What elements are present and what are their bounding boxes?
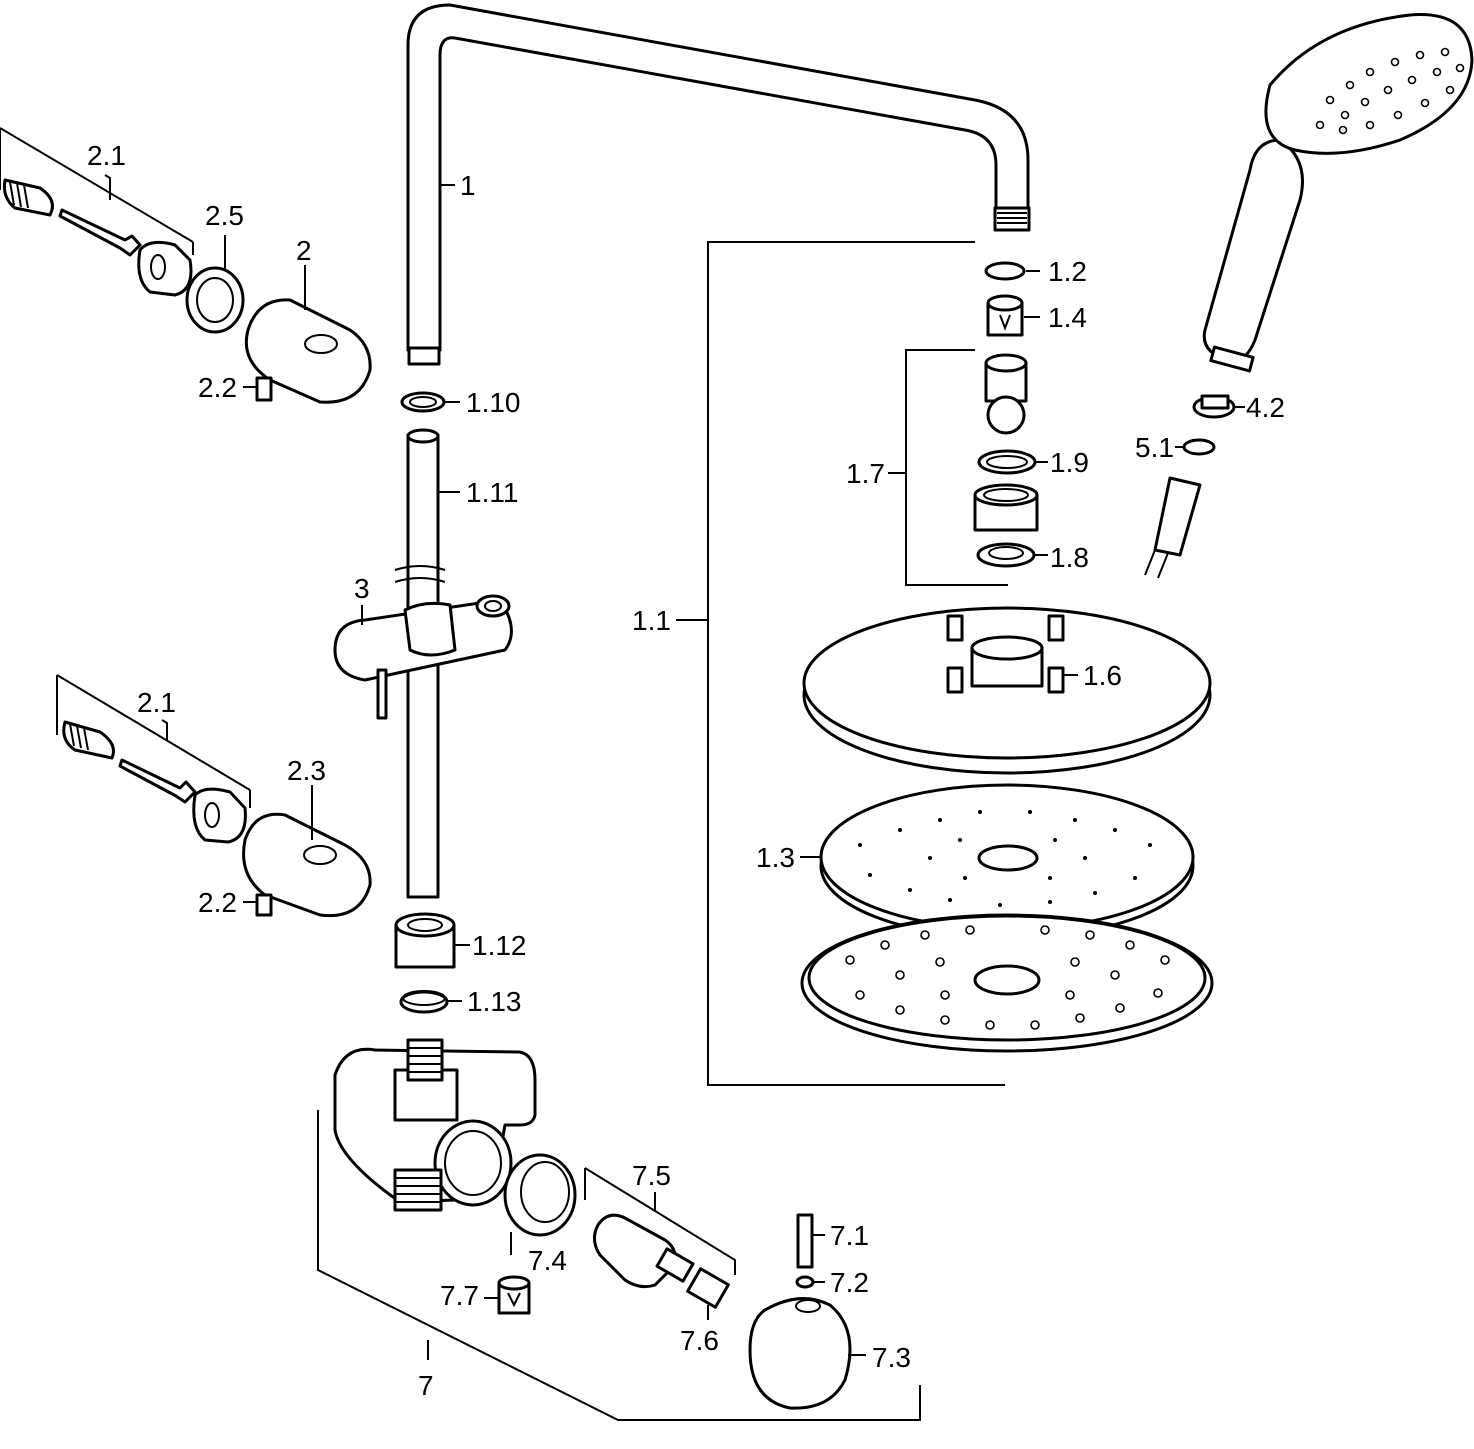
label-2-1-top: 2.1 xyxy=(87,140,126,171)
bracket-2 xyxy=(244,298,372,404)
label-1-9: 1.9 xyxy=(1050,447,1089,478)
spline-7-6 xyxy=(686,1267,730,1309)
overhead-shower-body xyxy=(800,913,1214,1053)
setscrew-2-2-bottom xyxy=(255,893,273,917)
label-1-12: 1.12 xyxy=(472,930,527,961)
label-3: 3 xyxy=(354,573,370,604)
label-2: 2 xyxy=(296,235,312,266)
nut-7-7 xyxy=(497,1275,531,1315)
hand-shower xyxy=(1202,13,1474,373)
diverter-body xyxy=(333,1038,537,1212)
label-2-1-bottom: 2.1 xyxy=(137,687,176,718)
label-2-2-bottom: 2.2 xyxy=(198,887,237,918)
label-7-1: 7.1 xyxy=(830,1220,869,1251)
label-7-7: 7.7 xyxy=(440,1280,479,1311)
label-7-6: 7.6 xyxy=(680,1325,719,1356)
overhead-mounting-plate xyxy=(802,606,1212,775)
label-1-3: 1.3 xyxy=(756,842,795,873)
wall-plug-bottom xyxy=(62,720,115,760)
label-1-10: 1.10 xyxy=(466,387,521,418)
label-4-2: 4.2 xyxy=(1246,392,1285,423)
bracket-2-3 xyxy=(242,812,372,918)
label-1-7: 1.7 xyxy=(846,458,885,489)
label-7-5: 7.5 xyxy=(632,1160,671,1191)
label-1: 1 xyxy=(460,170,476,201)
washer-1-10 xyxy=(400,391,446,413)
label-7: 7 xyxy=(418,1370,434,1401)
screw-bottom xyxy=(118,758,197,804)
adapter-1-12 xyxy=(394,912,456,969)
label-7-4: 7.4 xyxy=(528,1245,567,1276)
label-1-4: 1.4 xyxy=(1048,302,1087,333)
ring-7-2 xyxy=(795,1275,815,1289)
label-1-13: 1.13 xyxy=(467,986,522,1017)
label-2-5: 2.5 xyxy=(205,200,244,231)
ring-1-9 xyxy=(977,449,1037,475)
pin-7-1 xyxy=(796,1213,814,1269)
setscrew-2-2-top xyxy=(255,376,273,402)
label-7-2: 7.2 xyxy=(830,1267,869,1298)
wall-plug-top xyxy=(3,178,54,217)
label-1-8: 1.8 xyxy=(1050,542,1089,573)
washer-5-1 xyxy=(1182,438,1216,456)
washer-1-2 xyxy=(984,261,1026,281)
hose-nut-4-2 xyxy=(1192,394,1236,419)
label-7-3: 7.3 xyxy=(872,1342,911,1373)
label-1-11: 1.11 xyxy=(466,477,518,508)
hose xyxy=(1144,476,1202,579)
nut-7-4 xyxy=(503,1153,577,1237)
hand-shower-face-dots xyxy=(1315,47,1465,135)
label-1-1: 1.1 xyxy=(632,605,671,636)
label-2-2-top: 2.2 xyxy=(198,372,237,403)
label-5-1: 5.1 xyxy=(1135,432,1174,463)
slider-holder xyxy=(333,594,513,720)
knob-7-3 xyxy=(748,1297,852,1410)
leader-lines xyxy=(0,127,1245,1421)
shower-arm xyxy=(406,3,1031,366)
label-2-3: 2.3 xyxy=(287,755,326,786)
spray-disc-1-3 xyxy=(819,783,1195,940)
sleeve xyxy=(973,483,1039,532)
screw-top xyxy=(58,208,142,257)
label-1-2: 1.2 xyxy=(1048,256,1087,287)
label-1-6: 1.6 xyxy=(1083,660,1122,691)
flow-limiter-1-4 xyxy=(986,294,1024,337)
escutcheon-2-5 xyxy=(185,266,245,334)
ball-joint-1-7 xyxy=(984,353,1028,435)
cartridge-7-5 xyxy=(593,1213,695,1289)
